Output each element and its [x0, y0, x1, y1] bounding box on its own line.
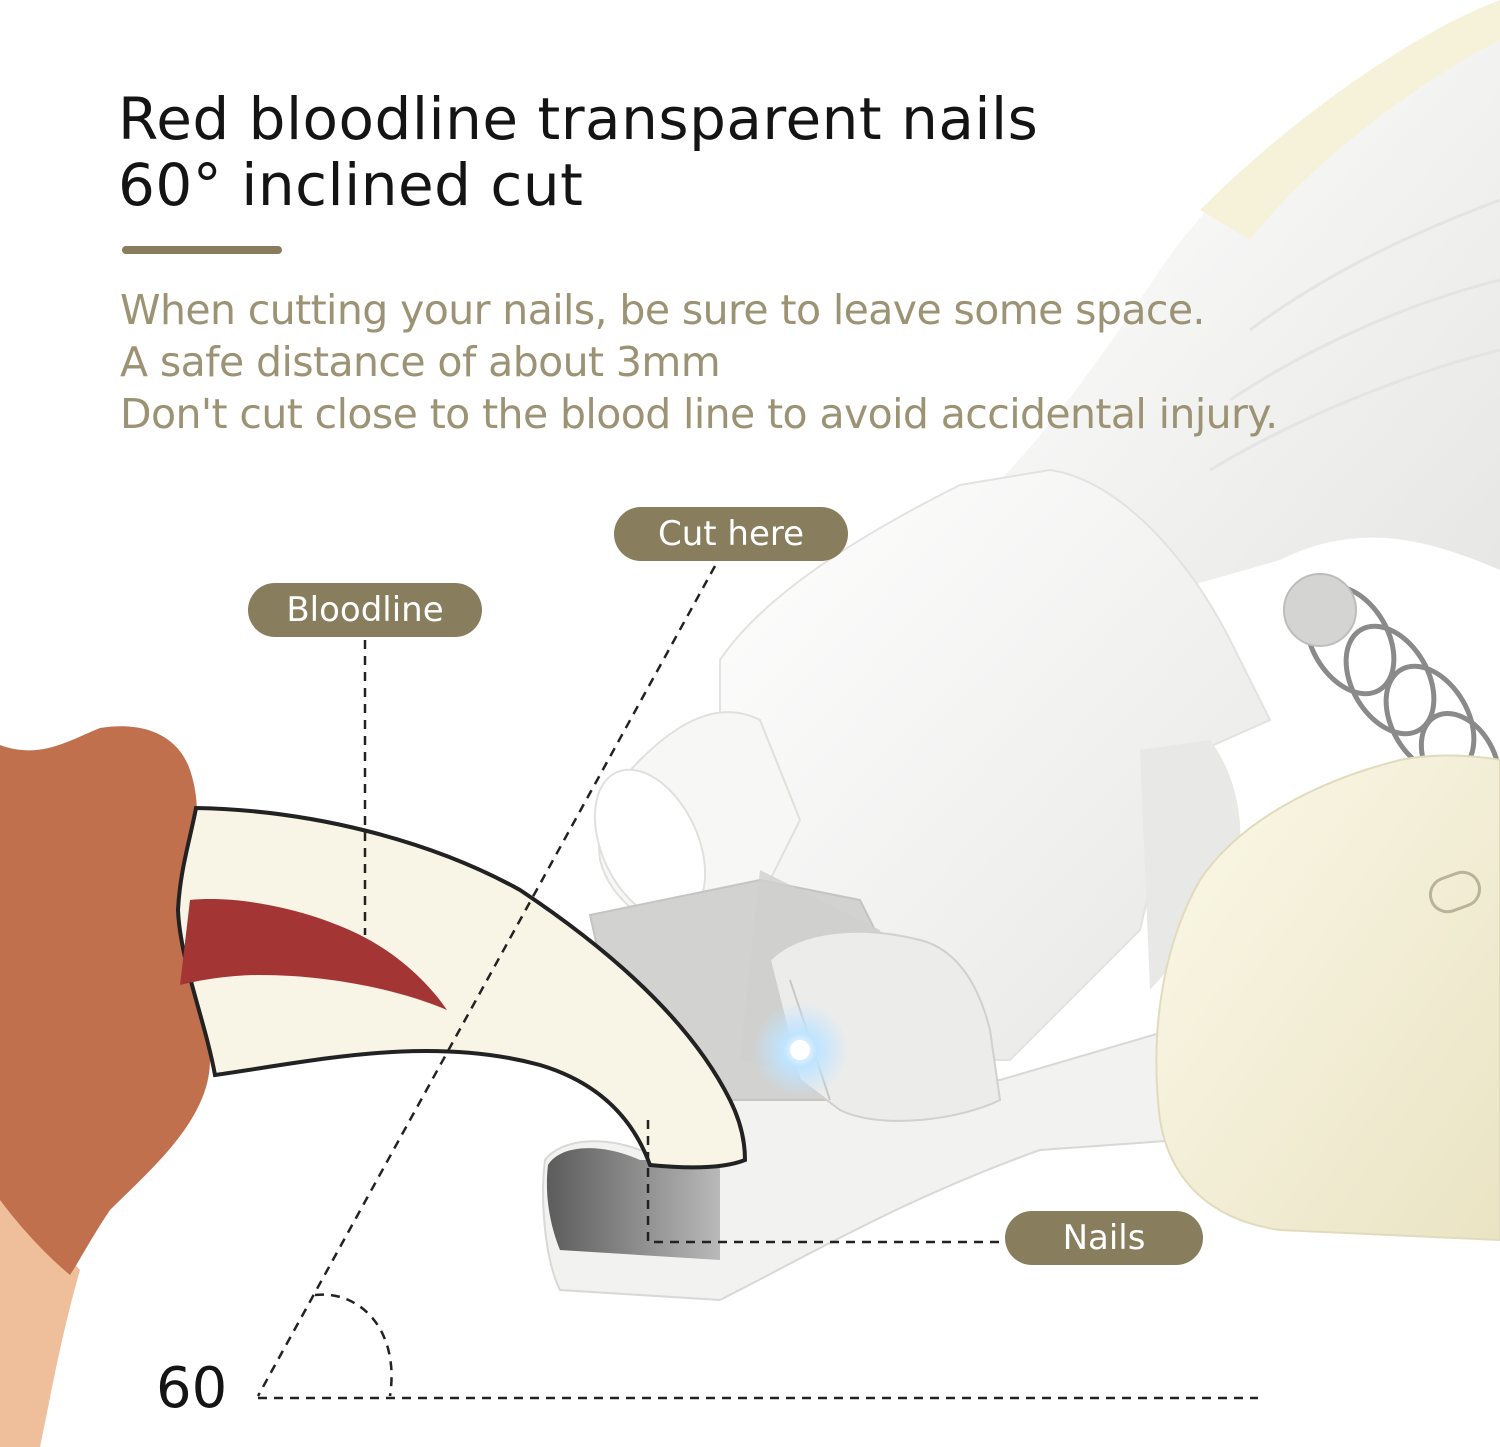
clipper-lower-handle	[1155, 754, 1500, 1242]
nails-pointer	[646, 1120, 1005, 1244]
description: When cutting your nails, be sure to leav…	[120, 284, 1278, 440]
angle-arc	[314, 1293, 393, 1397]
page-title: Red bloodline transparent nails 60° incl…	[118, 86, 1038, 218]
bloodline-shape	[180, 899, 447, 1010]
angle-label: 60	[156, 1356, 228, 1421]
cut-here-label: Cut here	[614, 507, 848, 561]
nail-illustration	[175, 805, 748, 1170]
bloodline-label: Bloodline	[248, 583, 482, 637]
description-line-3: Don't cut close to the blood line to avo…	[120, 390, 1278, 438]
description-line-1: When cutting your nails, be sure to leav…	[120, 286, 1205, 334]
guide-lines	[256, 565, 1258, 1400]
title-line-2: 60° inclined cut	[118, 151, 584, 219]
description-line-2: A safe distance of about 3mm	[120, 338, 721, 386]
title-divider	[122, 246, 282, 254]
nails-label: Nails	[1005, 1211, 1203, 1265]
paw-illustration	[0, 726, 210, 1447]
title-line-1: Red bloodline transparent nails	[118, 85, 1039, 153]
cut-line	[256, 565, 717, 1397]
clipper-upper-handle	[1000, 0, 1500, 600]
